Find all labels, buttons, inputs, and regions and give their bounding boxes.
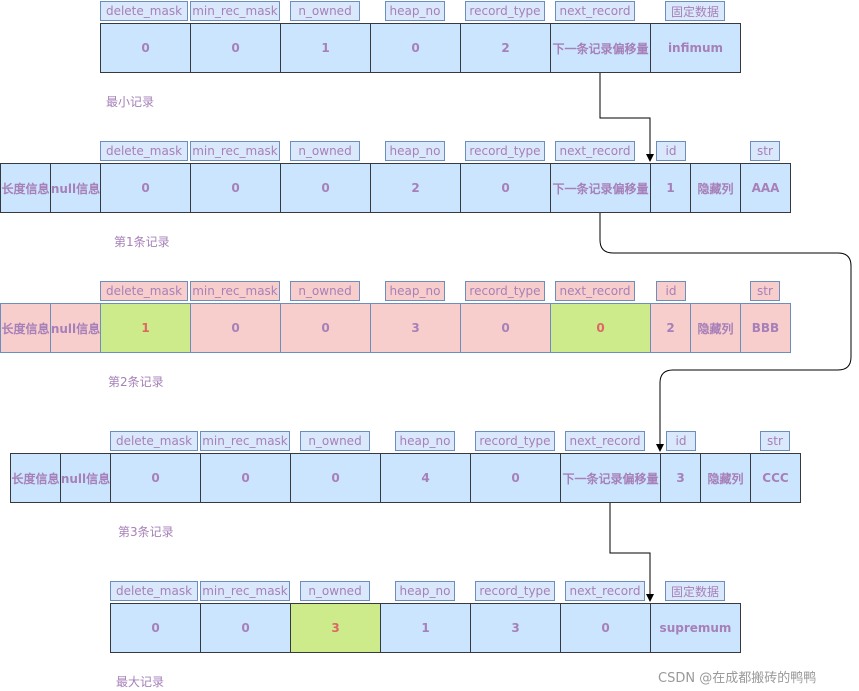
header-str: str — [750, 281, 780, 301]
cell-heap-no: 2 — [370, 163, 461, 213]
watermark: CSDN @在成都搬砖的鸭鸭 — [658, 671, 817, 686]
cell-id: 3 — [660, 453, 701, 503]
header-fixed-data: 固定数据 — [665, 581, 725, 601]
cell-min-rec-mask: 0 — [190, 23, 281, 73]
header-next-record: next_record — [555, 141, 635, 161]
header-min-rec-mask: min_rec_mask — [190, 1, 280, 21]
cell-record-type: 0 — [470, 453, 561, 503]
header-fixed-data: 固定数据 — [665, 1, 725, 21]
cell-delete-mask: 0 — [110, 603, 201, 653]
cell-str: AAA — [740, 163, 791, 213]
header-record-type: record_type — [465, 141, 545, 161]
header-record-type: record_type — [465, 281, 545, 301]
record-caption: 最大记录 — [116, 675, 165, 689]
cell-delete-mask: 1 — [100, 303, 191, 353]
cell-n-owned: 3 — [290, 603, 381, 653]
cell-id: 2 — [650, 303, 691, 353]
header-delete-mask: delete_mask — [100, 281, 188, 301]
cell-heap-no: 0 — [370, 23, 461, 73]
header-next-record: next_record — [555, 1, 635, 21]
header-delete-mask: delete_mask — [100, 1, 188, 21]
cell-record-type: 2 — [460, 23, 551, 73]
header-heap-no: heap_no — [385, 281, 445, 301]
cell-hidden-columns: 隐藏列 — [690, 303, 741, 353]
header-n-owned: n_owned — [290, 141, 360, 161]
header-id: id — [666, 431, 696, 451]
header-heap-no: heap_no — [385, 141, 445, 161]
cell-hidden-columns: 隐藏列 — [690, 163, 741, 213]
cell-fixed-data: infimum — [650, 23, 741, 73]
cell-next-record: 下一条记录偏移量 — [550, 23, 651, 73]
cell-next-record: 下一条记录偏移量 — [550, 163, 651, 213]
header-delete-mask: delete_mask — [110, 581, 198, 601]
header-delete-mask: delete_mask — [110, 431, 198, 451]
header-n-owned: n_owned — [300, 431, 370, 451]
header-record-type: record_type — [475, 431, 555, 451]
cell-fixed-data: supremum — [650, 603, 741, 653]
cell-str: CCC — [750, 453, 801, 503]
header-str: str — [750, 141, 780, 161]
cell-length-info: 长度信息 — [0, 303, 51, 353]
header-record-type: record_type — [475, 581, 555, 601]
cell-record-type: 3 — [470, 603, 561, 653]
arrow-record-1-to-record-3 — [599, 213, 852, 452]
cell-heap-no: 4 — [380, 453, 471, 503]
header-heap-no: heap_no — [395, 581, 455, 601]
header-heap-no: heap_no — [395, 431, 455, 451]
cell-heap-no: 1 — [380, 603, 471, 653]
cell-next-record: 0 — [550, 303, 651, 353]
header-min-rec-mask: min_rec_mask — [200, 431, 290, 451]
header-heap-no: heap_no — [385, 1, 445, 21]
header-min-rec-mask: min_rec_mask — [200, 581, 290, 601]
record-caption: 第1条记录 — [114, 235, 170, 249]
cell-null-info: null信息 — [50, 303, 101, 353]
header-next-record: next_record — [555, 281, 635, 301]
header-id: id — [656, 141, 686, 161]
header-n-owned: n_owned — [290, 1, 360, 21]
cell-record-type: 0 — [460, 163, 551, 213]
cell-min-rec-mask: 0 — [200, 453, 291, 503]
cell-id: 1 — [650, 163, 691, 213]
arrow-infimum-to-record-1 — [599, 73, 654, 162]
header-id: id — [656, 281, 686, 301]
cell-hidden-columns: 隐藏列 — [700, 453, 751, 503]
cell-str: BBB — [740, 303, 791, 353]
cell-delete-mask: 0 — [110, 453, 201, 503]
record-caption: 第2条记录 — [108, 375, 164, 389]
cell-record-type: 0 — [460, 303, 551, 353]
cell-n-owned: 0 — [290, 453, 381, 503]
cell-n-owned: 1 — [280, 23, 371, 73]
header-record-type: record_type — [465, 1, 545, 21]
cell-length-info: 长度信息 — [10, 453, 61, 503]
cell-null-info: null信息 — [60, 453, 111, 503]
arrow-record-3-to-supremum — [609, 503, 654, 602]
header-n-owned: n_owned — [300, 581, 370, 601]
record-caption: 第3条记录 — [118, 525, 174, 539]
header-next-record: next_record — [565, 581, 645, 601]
cell-n-owned: 0 — [280, 163, 371, 213]
header-delete-mask: delete_mask — [100, 141, 188, 161]
header-min-rec-mask: min_rec_mask — [190, 141, 280, 161]
header-min-rec-mask: min_rec_mask — [190, 281, 280, 301]
header-str: str — [760, 431, 790, 451]
cell-heap-no: 3 — [370, 303, 461, 353]
cell-min-rec-mask: 0 — [200, 603, 291, 653]
cell-delete-mask: 0 — [100, 163, 191, 213]
cell-null-info: null信息 — [50, 163, 101, 213]
header-next-record: next_record — [565, 431, 645, 451]
cell-length-info: 长度信息 — [0, 163, 51, 213]
record-caption: 最小记录 — [106, 95, 155, 109]
cell-next-record: 0 — [560, 603, 651, 653]
cell-delete-mask: 0 — [100, 23, 191, 73]
cell-min-rec-mask: 0 — [190, 163, 281, 213]
cell-next-record: 下一条记录偏移量 — [560, 453, 661, 503]
cell-min-rec-mask: 0 — [190, 303, 281, 353]
header-n-owned: n_owned — [290, 281, 360, 301]
cell-n-owned: 0 — [280, 303, 371, 353]
